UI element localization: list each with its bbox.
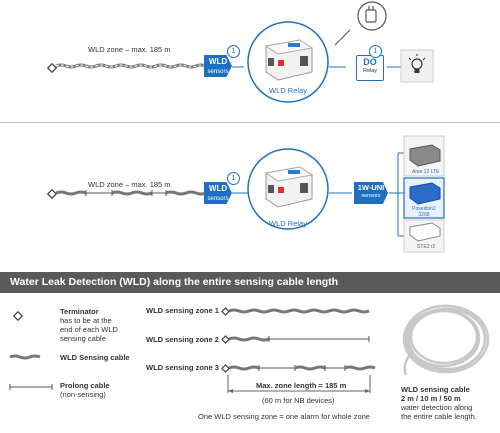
terminator-icon (46, 62, 58, 74)
product-sizes: 2 m / 10 m / 50 m (401, 394, 461, 403)
device-label-poseidon: Poseidon2 3268 (412, 206, 436, 218)
relay-device (264, 166, 314, 208)
row2-1wuni-badge: 1W-UNI sensors (354, 182, 388, 204)
zone3-terminator (221, 364, 230, 373)
divider-top (0, 122, 500, 123)
max-zone-length: Max. zone length = 185 m (256, 381, 347, 390)
device-label-ares: Ares 12 LTE (412, 169, 440, 175)
row2-zone-label: WLD zone – max. 185 m (88, 180, 171, 189)
row1-zone-label: WLD zone – max. 185 m (88, 45, 171, 54)
bottom-diagram (9, 304, 490, 393)
section-banner: Water Leak Detection (WLD) along the ent… (0, 272, 500, 293)
legend-prolong-title: Prolong cable (60, 381, 110, 390)
row1-diagram (46, 1, 434, 103)
terminator-icon (12, 310, 24, 322)
zone2-terminator (221, 335, 230, 344)
legend-terminator-title: Terminator (60, 307, 99, 316)
row1-relay-label: WLD Relay (269, 86, 307, 95)
legend-terminator-desc-2: end of each WLD (60, 325, 118, 334)
adapter-icon (357, 1, 387, 31)
device-ste2 (403, 219, 445, 253)
row1-do-badge: DO Relay (356, 55, 384, 81)
product-desc-1: water detection along (401, 403, 473, 412)
row2-sensor-count: 1 (227, 172, 240, 185)
legend-sensing-cable: WLD Sensing cable (60, 353, 130, 362)
product-title: WLD sensing cable (401, 385, 470, 394)
row2-relay-label: WLD Relay (269, 219, 307, 228)
device-poseidon (403, 177, 445, 219)
nb-devices-note: (60 m for NB devices) (262, 396, 335, 405)
cable-coil-image (402, 304, 490, 376)
zone1-terminator (221, 307, 230, 316)
legend-terminator-desc-1: has to be at the (60, 316, 112, 325)
alarm-note: One WLD sensing zone = one alarm for who… (198, 412, 370, 421)
legend-prolong-desc: (non-sensing) (60, 390, 106, 399)
zone3-label: WLD sensing zone 3 (146, 363, 219, 372)
device-ares (403, 135, 445, 177)
legend-terminator-desc-3: sensing cable (60, 334, 106, 343)
product-desc-2: the entire cable length. (401, 412, 477, 421)
terminator-icon (46, 188, 58, 200)
row2-diagram (46, 135, 445, 253)
relay-device (264, 39, 314, 81)
row1-sensor-count: 1 (227, 45, 240, 58)
zone1-label: WLD sensing zone 1 (146, 306, 219, 315)
bulb-icon (408, 54, 426, 73)
zone2-label: WLD sensing zone 2 (146, 335, 219, 344)
banner-title: Water Leak Detection (WLD) along the ent… (10, 276, 339, 288)
row1-do-count: 1 (369, 45, 382, 58)
device-label-ste2: STE2 r2 (417, 244, 436, 250)
sensing-cable-sample (9, 354, 41, 360)
